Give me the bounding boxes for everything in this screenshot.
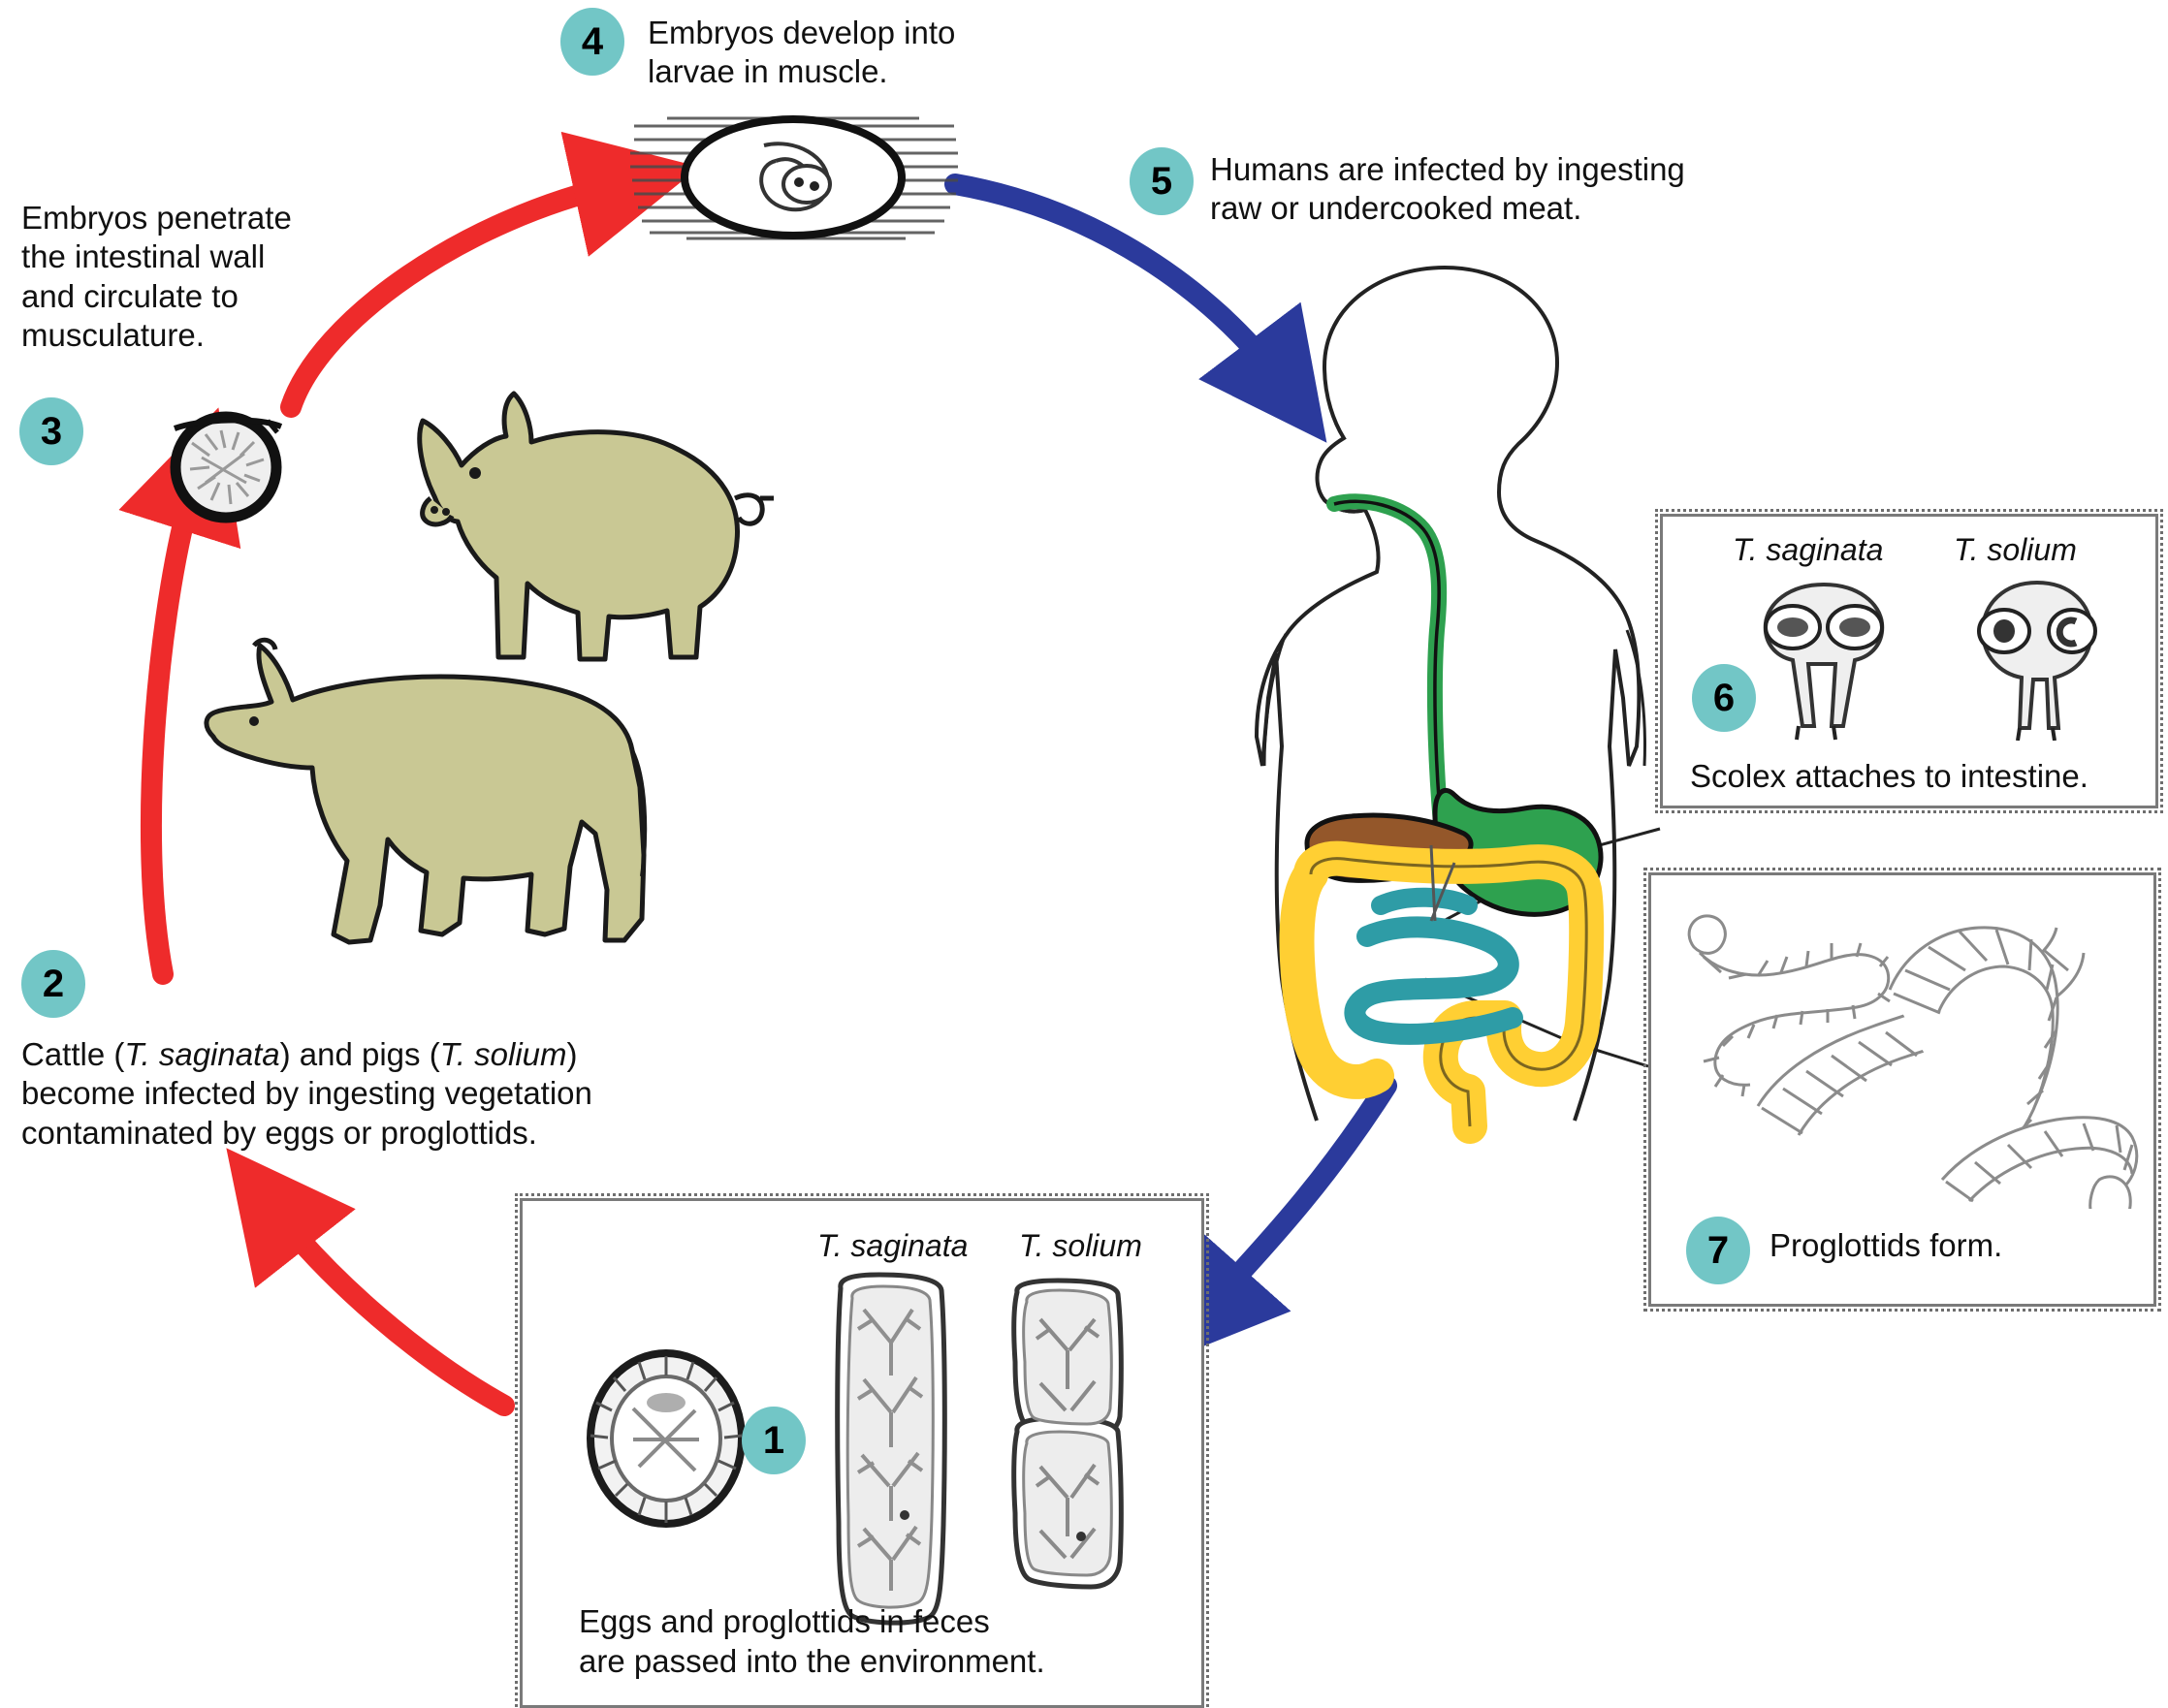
step-number-7: 7	[1706, 1228, 1730, 1272]
step-number-4: 4	[581, 19, 604, 63]
step-badge-5: 5	[1130, 147, 1194, 215]
step-badge-7: 7	[1686, 1217, 1750, 1284]
step-badge-4: 4	[560, 8, 624, 76]
step-number-3: 3	[40, 409, 63, 453]
step2-part-b: ) and pigs (	[279, 1036, 440, 1072]
scolex-label-solium: T. solium	[1954, 532, 2077, 567]
arrow-eggs-to-animals	[226, 1148, 515, 1416]
step-badge-6: 6	[1692, 664, 1756, 732]
proglottid-saginata-figure	[835, 1272, 947, 1626]
step-text-3: Embryos penetrate the intestinal wall an…	[21, 200, 292, 353]
eggs-panel: T. saginata T. solium 1	[515, 1193, 1209, 1708]
step2-part-a: Cattle (	[21, 1036, 125, 1072]
arrow-animals-to-embryo	[118, 407, 241, 985]
step2-species-saginata: T. saginata	[124, 1036, 280, 1072]
step-text-2: Cattle (T. saginata) and pigs (T. solium…	[21, 1035, 700, 1153]
proglottid-caption: Proglottids form.	[1769, 1227, 2003, 1263]
step-badge-2: 2	[21, 950, 85, 1018]
proglottids-figure	[1687, 914, 2139, 1209]
scolex-panel: T. saginata T. solium 6 Scolex attaches …	[1655, 509, 2163, 813]
step-number-2: 2	[42, 962, 65, 1005]
step-text-5: Humans are infected by ingesting raw or …	[1210, 151, 1685, 227]
human-digestive-figure	[1254, 265, 1646, 1144]
proglottid-panel: 7 Proglottids form.	[1643, 868, 2161, 1312]
step-badge-1: 1	[742, 1407, 806, 1474]
pig-figure	[417, 391, 774, 662]
step-number-6: 6	[1712, 676, 1736, 719]
scolex-solium-figure	[1977, 580, 2097, 741]
scolex-saginata-figure	[1763, 582, 1885, 741]
scolex-label-saginata: T. saginata	[1733, 532, 1884, 567]
eggs-caption: Eggs and proglottids in feces are passed…	[579, 1603, 1045, 1679]
eggs-label-saginata: T. saginata	[817, 1228, 969, 1263]
step2-species-solium: T. solium	[439, 1036, 567, 1072]
step-text-4: Embryos develop into larvae in muscle.	[648, 15, 956, 90]
proglottid-solium-figure	[1011, 1278, 1124, 1590]
step-badge-3: 3	[19, 397, 83, 465]
cow-figure	[204, 637, 648, 945]
scolex-caption: Scolex attaches to intestine.	[1690, 758, 2088, 794]
egg-micrograph-figure	[587, 1349, 746, 1528]
cysticercus-figure	[630, 115, 958, 240]
taenia-egg-figure	[170, 411, 283, 523]
step-number-5: 5	[1150, 159, 1173, 203]
eggs-label-solium: T. solium	[1019, 1228, 1142, 1263]
step-number-1: 1	[762, 1418, 785, 1462]
step2-part-c: ) become infected by ingesting vegetatio…	[21, 1036, 592, 1151]
